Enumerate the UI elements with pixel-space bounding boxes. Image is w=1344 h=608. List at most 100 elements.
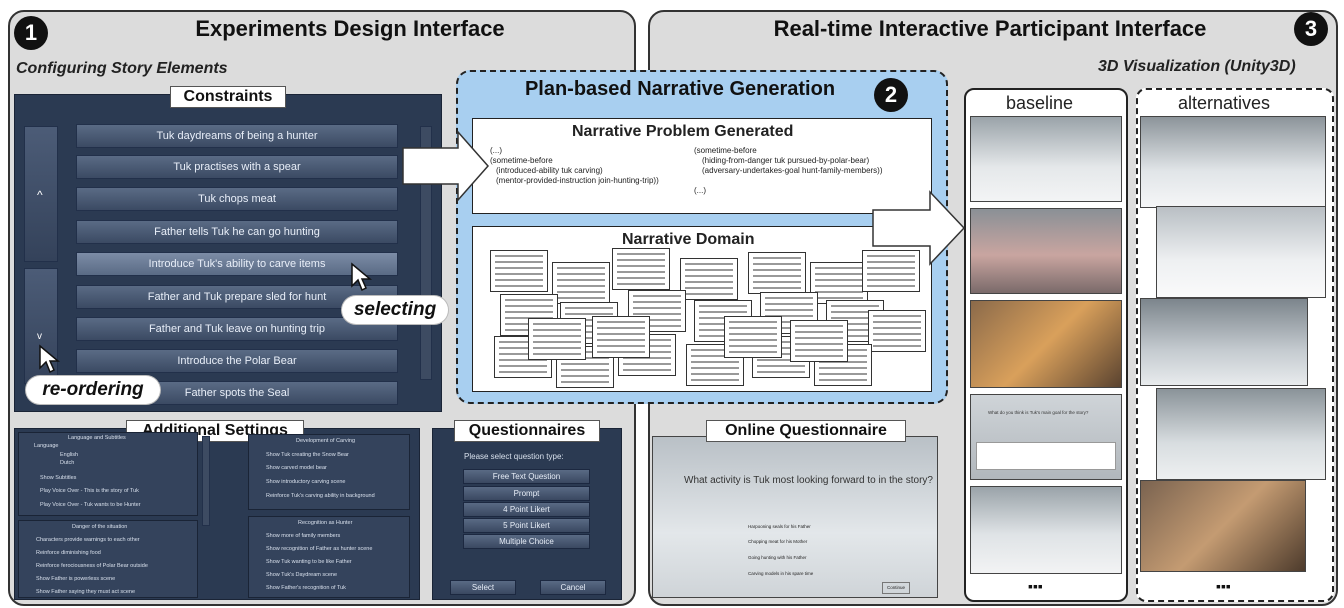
badge-3: 3 bbox=[1294, 12, 1328, 46]
problem-line: (introduced-ability tuk carving) bbox=[496, 166, 603, 175]
domain-document-card bbox=[868, 310, 926, 352]
option-checkbox[interactable]: Reinforce Tuk's carving ability in backg… bbox=[266, 493, 375, 499]
constraint-item[interactable]: Father and Tuk leave on hunting trip bbox=[76, 317, 398, 341]
language-option[interactable]: Dutch bbox=[60, 460, 75, 466]
constraint-item[interactable]: Tuk daydreams of being a hunter bbox=[76, 124, 398, 148]
overlay-question: What do you think is Tuk's main goal for… bbox=[988, 410, 1089, 415]
carving-header: Development of Carving bbox=[296, 438, 356, 444]
option-checkbox[interactable]: Reinforce diminishing food bbox=[36, 550, 101, 556]
baseline-more-dots: ▪▪▪ bbox=[1028, 578, 1043, 594]
option-checkbox[interactable]: Show Tuk creating the Snow Bear bbox=[266, 452, 349, 458]
option-checkbox[interactable]: Show carved model bear bbox=[266, 465, 327, 471]
option-checkbox[interactable]: Show Father saying they must act scene bbox=[36, 589, 136, 595]
domain-title: Narrative Domain bbox=[622, 231, 755, 248]
domain-document-card bbox=[490, 250, 548, 292]
arrow-to-problem-icon bbox=[402, 130, 490, 202]
option-checkbox[interactable]: Show Tuk's Daydream scene bbox=[266, 572, 338, 578]
scroll-up-label: ^ bbox=[37, 188, 43, 202]
badge-2: 2 bbox=[874, 78, 908, 112]
alternative-scene-image bbox=[1156, 388, 1326, 480]
constraints-tab: Constraints bbox=[170, 86, 286, 108]
panel3-title: Real-time Interactive Participant Interf… bbox=[773, 16, 1207, 41]
carving-box bbox=[248, 434, 410, 510]
scroll-up-button[interactable] bbox=[24, 126, 58, 262]
domain-document-card bbox=[724, 316, 782, 358]
option-checkbox[interactable]: Show recognition of Father as hunter sce… bbox=[266, 546, 373, 552]
domain-document-card bbox=[790, 320, 848, 362]
domain-document-card bbox=[592, 316, 650, 358]
baseline-label: baseline bbox=[1006, 93, 1074, 113]
question-type-prompt: Please select question type: bbox=[464, 452, 564, 461]
language-box bbox=[18, 432, 198, 516]
problem-line: (mentor-provided-instruction join-huntin… bbox=[496, 176, 659, 185]
option-checkbox[interactable]: Show Subtitles bbox=[40, 475, 77, 481]
question-type-button[interactable]: Multiple Choice bbox=[463, 534, 590, 549]
danger-header: Danger of the situation bbox=[72, 524, 128, 530]
settings-scrollbar[interactable] bbox=[202, 436, 210, 526]
arrow-to-visualization-icon bbox=[872, 190, 966, 266]
constraint-item[interactable]: Introduce the Polar Bear bbox=[76, 349, 398, 373]
language-label: Language bbox=[34, 443, 59, 449]
hunter-header: Recognition as Hunter bbox=[298, 520, 353, 526]
answer-option[interactable]: Going hunting with his Father bbox=[748, 555, 807, 560]
reordering-callout: re-ordering bbox=[26, 376, 160, 404]
baseline-scene-image bbox=[970, 116, 1122, 202]
domain-document-card bbox=[748, 252, 806, 294]
answer-option[interactable]: Carving models in his spare time bbox=[748, 571, 814, 576]
panel1-title: Experiments Design Interface bbox=[195, 16, 505, 41]
alternative-scene-image bbox=[1140, 116, 1326, 208]
questionnaires-tab: Questionnaires bbox=[454, 420, 600, 442]
baseline-scene-image bbox=[970, 208, 1122, 294]
option-checkbox[interactable]: Play Voice Over - This is the story of T… bbox=[40, 488, 139, 494]
language-header: Language and Subtitles bbox=[68, 435, 126, 441]
domain-document-card bbox=[694, 300, 752, 342]
online-questionnaire-tab: Online Questionnaire bbox=[706, 420, 906, 442]
answer-option[interactable]: Harpooning seals for his Father bbox=[748, 524, 811, 529]
cancel-button[interactable]: Cancel bbox=[540, 580, 606, 595]
domain-document-card bbox=[552, 262, 610, 304]
question-type-button[interactable]: 5 Point Likert bbox=[463, 518, 590, 533]
question-type-button[interactable]: Free Text Question bbox=[463, 469, 590, 484]
question-type-button[interactable]: Prompt bbox=[463, 486, 590, 501]
option-checkbox[interactable]: Characters provide warnings to each othe… bbox=[36, 537, 140, 543]
problem-line: (...) bbox=[694, 186, 706, 195]
overlay-answer-field bbox=[976, 442, 1116, 470]
problem-line: (sometime-before bbox=[490, 156, 553, 165]
option-checkbox[interactable]: Show Tuk wanting to be like Father bbox=[266, 559, 352, 565]
alternatives-more-dots: ▪▪▪ bbox=[1216, 578, 1231, 594]
option-checkbox[interactable]: Play Voice Over - Tuk wants to be Hunter bbox=[40, 502, 141, 508]
problem-line: (sometime-before bbox=[694, 146, 757, 155]
panel3-subtitle: 3D Visualization (Unity3D) bbox=[1098, 58, 1296, 75]
problem-line: (adversary-undertakes-goal hunt-family-m… bbox=[702, 166, 883, 175]
cursor-icon bbox=[39, 344, 60, 374]
panel2-title: Plan-based Narrative Generation bbox=[524, 78, 836, 100]
domain-document-card bbox=[612, 248, 670, 290]
continue-button[interactable]: Continue bbox=[882, 582, 911, 594]
answer-option[interactable]: Chopping meat for his Mother bbox=[748, 539, 808, 544]
question-type-button[interactable]: 4 Point Likert bbox=[463, 502, 590, 517]
constraint-item[interactable]: Tuk chops meat bbox=[76, 187, 398, 211]
option-checkbox[interactable]: Show more of family members bbox=[266, 533, 341, 539]
select-button[interactable]: Select bbox=[450, 580, 516, 595]
cursor-icon bbox=[351, 262, 372, 292]
domain-document-card bbox=[680, 258, 738, 300]
option-checkbox[interactable]: Show Father's recognition of Tuk bbox=[266, 585, 346, 591]
option-checkbox[interactable]: Reinforce ferociousness of Polar Bear ou… bbox=[36, 563, 148, 569]
constraint-item-selected[interactable]: Introduce Tuk's ability to carve items bbox=[76, 252, 398, 276]
constraint-item[interactable]: Father tells Tuk he can go hunting bbox=[76, 220, 398, 244]
badge-1: 1 bbox=[14, 16, 48, 50]
baseline-scene-image bbox=[970, 486, 1122, 574]
alternatives-label: alternatives bbox=[1178, 93, 1271, 113]
language-option[interactable]: English bbox=[60, 452, 79, 458]
option-checkbox[interactable]: Show Father is powerless scene bbox=[36, 576, 116, 582]
danger-box bbox=[18, 520, 198, 598]
alternative-scene-image bbox=[1156, 206, 1326, 298]
constraint-item[interactable]: Father and Tuk prepare sled for hunt bbox=[76, 285, 398, 309]
constraint-item[interactable]: Tuk practises with a spear bbox=[76, 155, 398, 179]
domain-document-card bbox=[810, 262, 868, 304]
option-checkbox[interactable]: Show introductory carving scene bbox=[266, 479, 346, 485]
online-questionnaire-screen bbox=[652, 436, 938, 598]
alternative-scene-image bbox=[1140, 480, 1306, 572]
online-question: What activity is Tuk most looking forwar… bbox=[684, 475, 933, 486]
scroll-down-label: v bbox=[37, 331, 42, 342]
